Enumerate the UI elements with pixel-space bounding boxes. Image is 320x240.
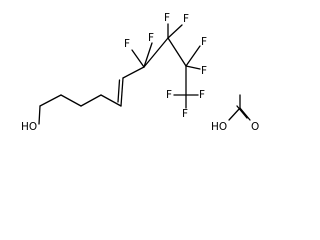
atom-label-f9: F: [182, 108, 188, 120]
bond-c9-f5: [185, 45, 201, 67]
atom-label-ho: HO: [21, 121, 37, 133]
bond-c5-c6: [120, 77, 124, 107]
bond-c2-c3: [60, 94, 82, 107]
bond-c6-c7: [122, 66, 145, 79]
acetic-acid-bonds: [228, 94, 251, 121]
atom-label-f2: F: [148, 32, 154, 44]
atom-label-f4: F: [183, 13, 189, 25]
chemical-structure: HO F F F F F F F F F HO O: [20, 12, 259, 133]
atom-labels: HO F F F F F F F F F HO O: [20, 12, 259, 133]
bond-c9-f6: [185, 65, 201, 70]
atom-label-f6: F: [201, 65, 207, 77]
atom-label-f5: F: [201, 36, 207, 48]
atom-label-acetic-o: O: [251, 121, 259, 133]
bond-ac-oh: [228, 107, 241, 121]
bond-ac-co-double: [236, 105, 248, 119]
atom-label-f8: F: [199, 89, 205, 101]
bond-c5-c6-double: [117, 79, 121, 103]
fluorine-bonds: [131, 23, 201, 109]
bond-c8-f4: [167, 24, 183, 39]
atom-label-f7: F: [166, 89, 172, 101]
bond-c1-c2: [39, 94, 62, 107]
bond-c8-c9: [167, 37, 187, 67]
atom-label-acetic-ho: HO: [211, 121, 227, 133]
bond-ac-co: [239, 107, 251, 121]
carbon-chain-bonds: [38, 37, 187, 125]
bond-c3-c4: [80, 94, 102, 107]
bond-o-c1: [38, 105, 41, 125]
atom-label-f1: F: [124, 38, 130, 50]
bond-c7-c8: [143, 37, 169, 68]
bond-c4-c5: [100, 94, 122, 107]
bond-c7-f1: [131, 49, 145, 68]
atom-label-f3: F: [164, 12, 170, 24]
bond-c7-f2: [143, 42, 153, 68]
